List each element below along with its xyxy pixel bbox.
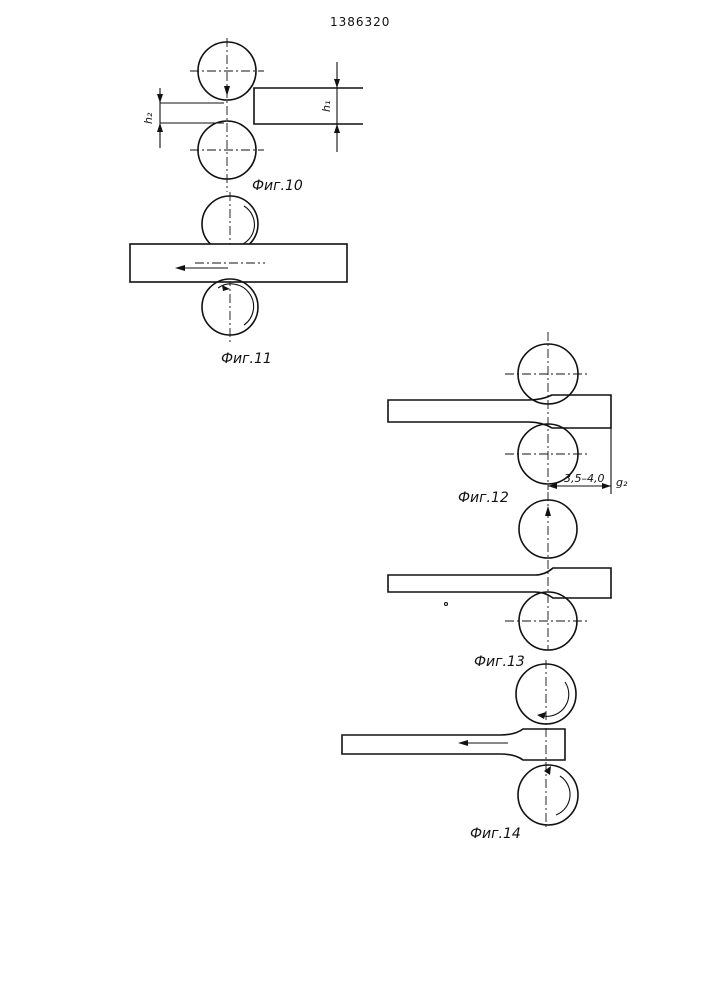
dimension-label-h2: h₂ [142, 112, 155, 124]
rotation-arrow-icon [537, 712, 546, 719]
rotation-arc [238, 206, 254, 246]
stepped-workpiece [388, 395, 611, 428]
figure-caption: Фиг.10 [252, 178, 303, 194]
figure-caption: Фиг.12 [458, 490, 509, 506]
strip-profile [254, 88, 363, 124]
lower-roll [518, 765, 578, 825]
dimension-value: 3,5–4,0 [564, 472, 605, 485]
figure-10: h₂ h₁ Фиг.10 [142, 38, 363, 194]
figure-14: Фиг.14 [342, 660, 578, 842]
stepped-workpiece [342, 729, 565, 760]
figure-13: Фиг.13 [388, 492, 611, 670]
dimension-label-h1: h₁ [320, 101, 333, 112]
motion-arrow-icon [458, 740, 468, 746]
rotation-arrow-icon [222, 285, 230, 291]
stepped-workpiece [388, 568, 611, 598]
rotation-arrow-icon [544, 766, 551, 775]
dimension-arrow-icon [157, 94, 163, 103]
patent-number: 1386320 [330, 15, 390, 29]
figure-caption: Фиг.11 [221, 351, 272, 367]
small-mark [445, 603, 448, 606]
figure-caption: Фиг.14 [470, 826, 521, 842]
dimension-arrow-icon [334, 124, 340, 133]
figure-11: Фиг.11 [130, 192, 347, 367]
workpiece-bar [130, 244, 347, 282]
rotation-arrow-icon [545, 506, 551, 516]
figure-caption: Фиг.13 [474, 654, 525, 670]
feed-arrow-icon [224, 86, 230, 96]
dimension-label: g₂ [616, 476, 628, 489]
figure-12: 3,5–4,0 g₂ Фиг.12 [388, 332, 628, 506]
dimension-arrow-icon [157, 123, 163, 132]
rotation-arc [556, 776, 570, 815]
rotation-arc [543, 682, 569, 716]
dimension-arrow-icon [334, 79, 340, 88]
